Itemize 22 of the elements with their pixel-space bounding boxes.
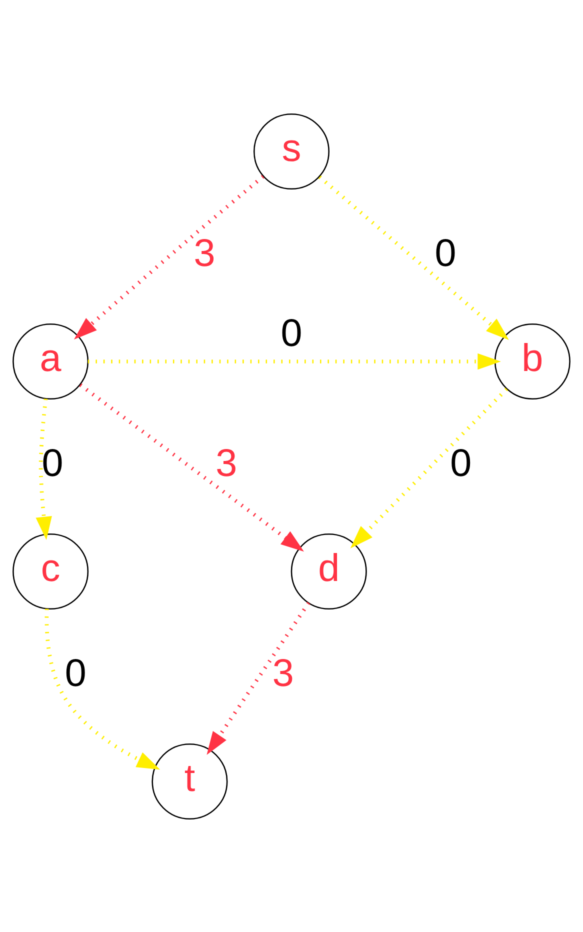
edge-label: 0 bbox=[450, 442, 472, 485]
edge-label: 0 bbox=[64, 652, 86, 695]
edge-label: 0 bbox=[434, 232, 456, 275]
node-circle: t bbox=[152, 743, 228, 819]
node-circle: d bbox=[290, 533, 367, 609]
edge-label: 3 bbox=[272, 652, 294, 695]
arrow bbox=[206, 601, 310, 754]
edge-label: 0 bbox=[42, 442, 64, 485]
arrow bbox=[74, 174, 264, 339]
arrow bbox=[88, 352, 501, 370]
edge-label: 3 bbox=[194, 232, 216, 275]
arrow bbox=[318, 175, 509, 340]
edge-label: 0 bbox=[280, 312, 302, 355]
arrow bbox=[79, 382, 304, 552]
edge-label: 3 bbox=[216, 442, 238, 485]
node-circle: b bbox=[494, 323, 570, 399]
arrow bbox=[36, 398, 52, 540]
arrow bbox=[350, 387, 508, 548]
arrow bbox=[44, 608, 160, 770]
node-circle: a bbox=[12, 323, 89, 399]
node-circle: s bbox=[253, 113, 330, 189]
node-circle: c bbox=[12, 533, 89, 609]
